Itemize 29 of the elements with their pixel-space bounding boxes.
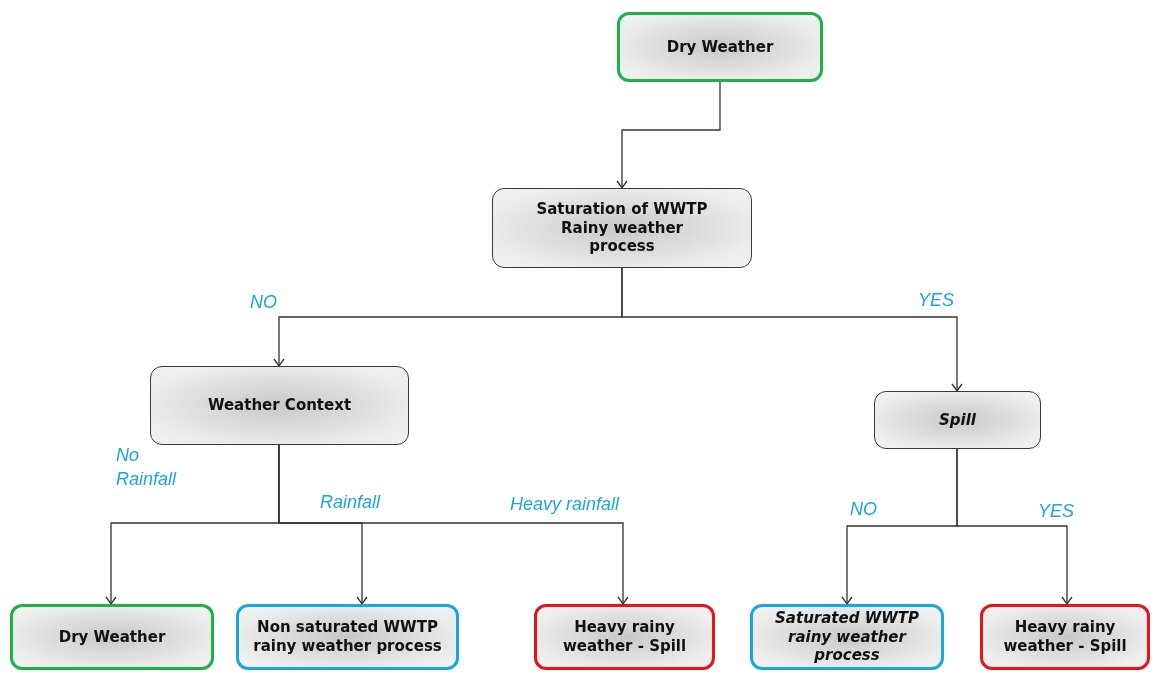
- edge-label: NO: [250, 291, 278, 314]
- connector-arrow: [616, 81, 721, 189]
- process-box: [980, 604, 1150, 670]
- box-label: Dry Weather: [58, 627, 166, 647]
- connector-arrow: [621, 267, 963, 392]
- process-box: [492, 188, 752, 268]
- box-label: Heavy rainy weather - Spill: [1002, 618, 1128, 656]
- box-label: Non saturated WWTP rainy weather process: [252, 618, 443, 656]
- process-box: [874, 391, 1041, 449]
- box-label: Saturated WWTP rainy weather process: [774, 608, 920, 666]
- process-box: [10, 604, 214, 670]
- box-label: Dry Weather: [666, 37, 774, 57]
- edge-label: NO: [850, 498, 878, 521]
- process-box: [236, 604, 459, 670]
- box-label: Weather Context: [207, 396, 352, 415]
- edge-label: No Rainfall: [116, 444, 178, 492]
- connector-arrow: [278, 444, 629, 605]
- process-box: [750, 604, 944, 670]
- process-box: [617, 12, 823, 82]
- box-label: Saturation of WWTP Rainy weather process: [535, 199, 709, 257]
- process-box: [150, 366, 409, 445]
- edge-label: YES: [1038, 500, 1076, 523]
- box-label: Spill: [939, 410, 976, 430]
- connector-arrow: [956, 448, 1073, 605]
- process-box: [534, 604, 715, 670]
- edge-label: Rainfall: [320, 491, 382, 514]
- box-label: Heavy rainy weather - Spill: [561, 618, 688, 656]
- edge-label: Heavy rainfall: [510, 493, 621, 516]
- edge-label: YES: [918, 289, 956, 312]
